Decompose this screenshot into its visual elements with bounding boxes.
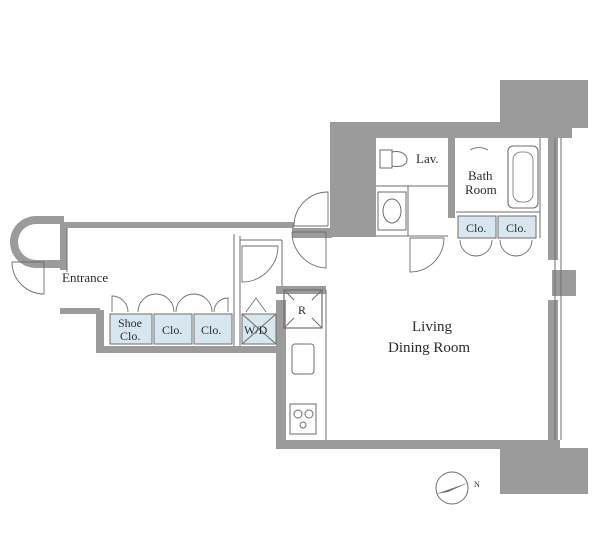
wet-area-divider xyxy=(448,138,455,218)
core-wall-lower xyxy=(292,228,332,238)
lavatory-label: Lav. xyxy=(416,151,439,166)
bathtub-inner xyxy=(512,151,534,203)
compass: N xyxy=(435,471,480,505)
upper-closet-1 xyxy=(457,215,497,239)
right-facade-lower xyxy=(548,300,558,440)
shoe-closet-label-line2: Clo. xyxy=(120,329,140,343)
bath-label-line1: Bath xyxy=(468,168,493,183)
refrigerator-label-bg xyxy=(294,300,312,318)
living-door xyxy=(291,231,327,269)
burner-left xyxy=(293,409,303,419)
closet-1-label: Clo. xyxy=(162,323,182,337)
wd-door xyxy=(245,297,267,313)
stove xyxy=(289,403,317,435)
burner-right xyxy=(304,409,314,419)
shoe-closet-door xyxy=(111,295,129,313)
entrance-door xyxy=(11,261,45,295)
upper-closet-2-label: Clo. xyxy=(506,221,526,235)
closet-2-label: Clo. xyxy=(201,323,221,337)
upper-right-column xyxy=(500,80,588,138)
core-wall xyxy=(330,122,376,237)
closet-doors-1 xyxy=(137,293,175,313)
hall-door xyxy=(292,191,329,227)
wet-area-top-wall xyxy=(376,122,506,138)
upper-closet-1-label: Clo. xyxy=(466,221,486,235)
refrigerator xyxy=(283,289,323,329)
entrance-bay-wall xyxy=(10,216,36,268)
right-facade-pier xyxy=(552,270,576,296)
lower-right-column xyxy=(500,440,588,494)
compass-north-label: N xyxy=(474,480,480,489)
burner-bottom xyxy=(299,421,307,429)
upper-closet-doors-1 xyxy=(459,239,493,257)
toilet xyxy=(379,149,408,169)
upper-closet-doors-2 xyxy=(499,239,533,257)
lav-counter xyxy=(377,191,407,231)
walls xyxy=(10,80,588,494)
lav-door xyxy=(409,237,445,273)
bath-door xyxy=(469,147,489,151)
corridor-bottom-wall xyxy=(96,346,276,353)
kitchen-left-wall xyxy=(276,300,286,449)
shoe-closet xyxy=(109,313,153,345)
bathtub xyxy=(507,145,539,209)
living-south-wall xyxy=(276,440,502,449)
corridor-door xyxy=(241,245,279,283)
closet-doors-3 xyxy=(213,297,229,313)
entrance-lower-wall xyxy=(60,308,100,314)
closet-left-wall xyxy=(96,310,104,353)
kitchen-sink xyxy=(291,343,315,375)
labels: Entrance Lav. Bath Room Living Dining Ro… xyxy=(62,151,526,356)
compass-needle-icon xyxy=(436,482,470,494)
entrance-label: Entrance xyxy=(62,270,108,285)
closet-2 xyxy=(193,313,233,345)
outline-lines xyxy=(66,138,562,440)
compass-ring xyxy=(435,471,469,505)
entrance-bay-cap-top xyxy=(34,216,64,224)
refrigerator-label: R xyxy=(298,303,306,317)
wd-label: W/D xyxy=(244,323,268,337)
right-facade-upper xyxy=(548,130,558,260)
upper-closet-2 xyxy=(497,215,537,239)
living-label-line1: Living xyxy=(412,319,452,335)
living-label-line2: Dining Room xyxy=(388,340,470,356)
shoe-closet-label-line1: Shoe xyxy=(118,316,142,330)
entrance-left-wall xyxy=(60,222,67,270)
lav-basin xyxy=(382,198,402,224)
bath-label-line2: Room xyxy=(465,182,497,197)
closet-doors-2 xyxy=(175,293,213,313)
storage xyxy=(109,215,537,345)
corridor-top-wall xyxy=(60,222,294,228)
fixtures xyxy=(283,145,539,435)
closet-1 xyxy=(153,313,193,345)
entrance-bay-cap-bottom xyxy=(34,260,64,268)
doors xyxy=(11,147,533,313)
